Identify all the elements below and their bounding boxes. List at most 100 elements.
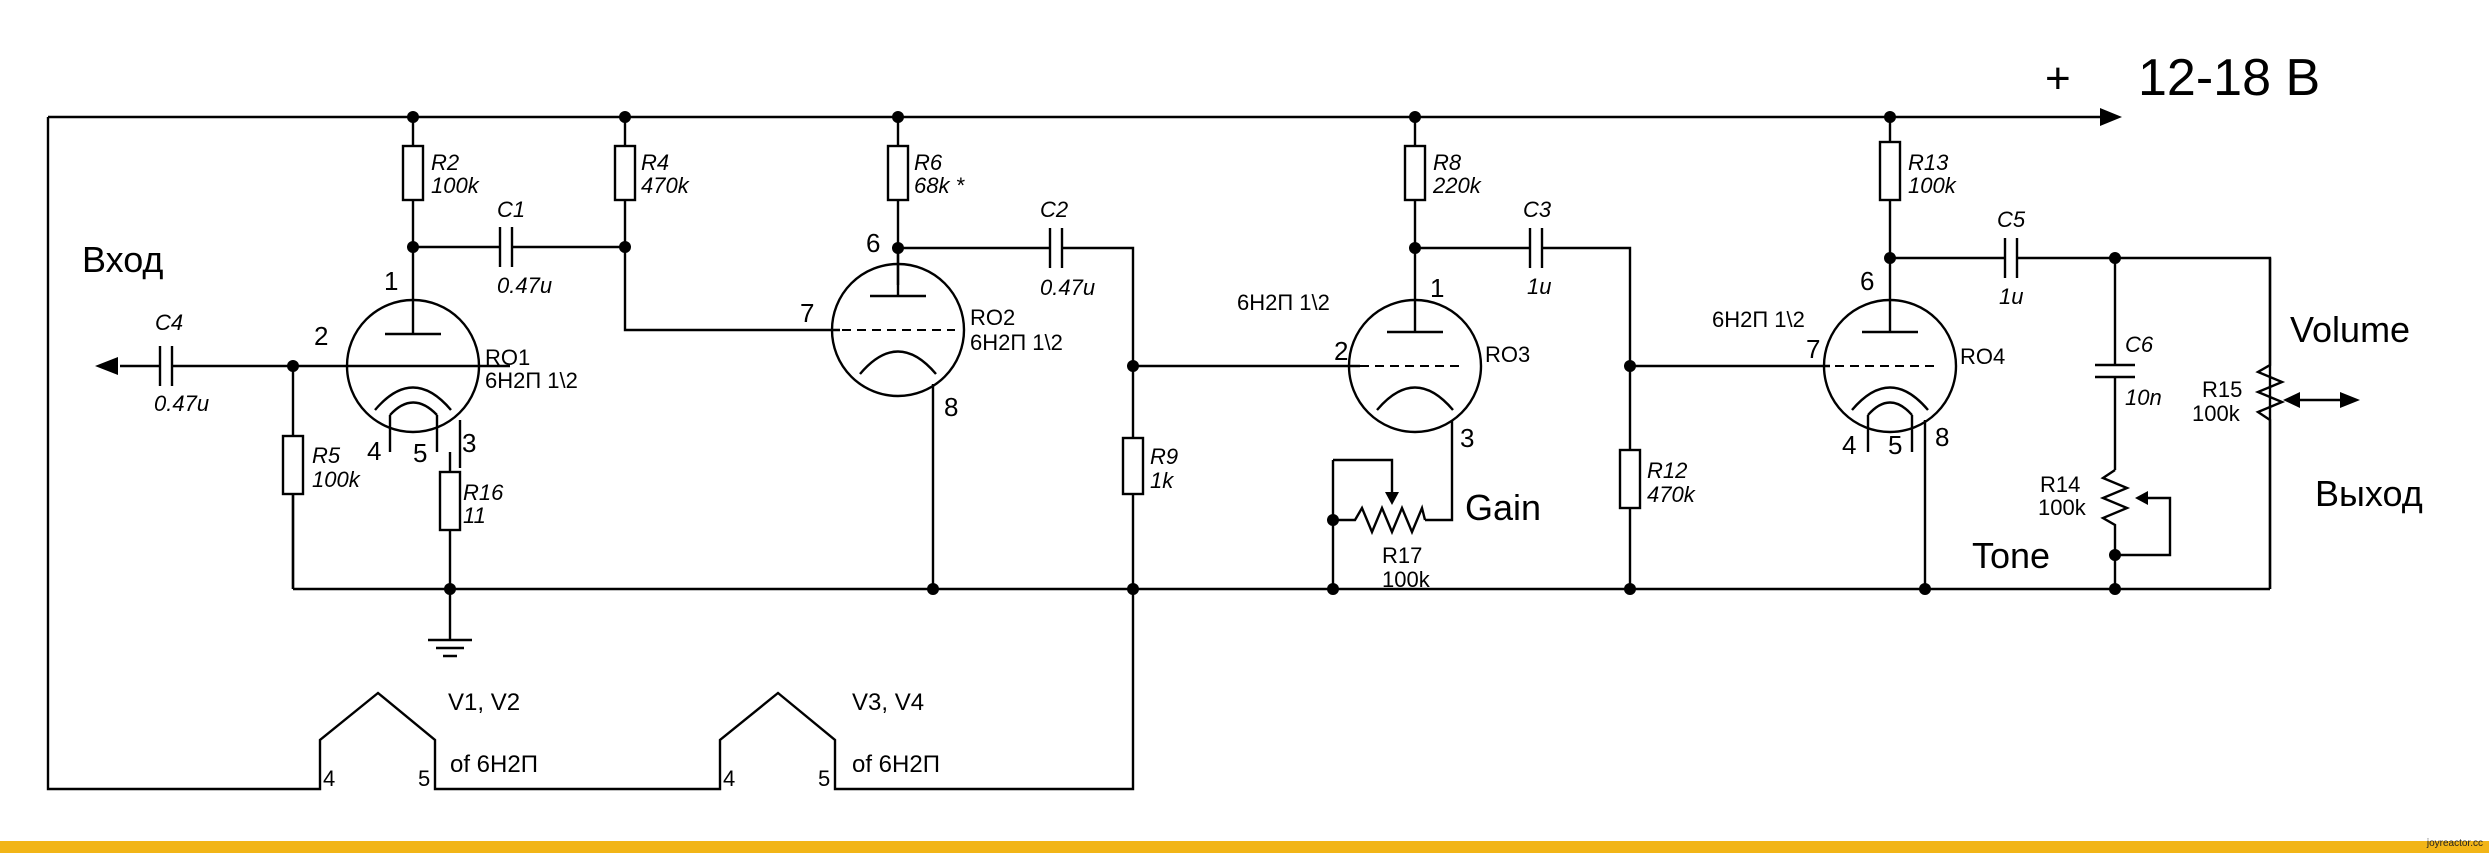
gain-label: Gain [1465, 487, 1541, 528]
tube-ro2 [830, 248, 966, 589]
supply-plus: + [2045, 54, 2071, 103]
input-arrow [95, 357, 118, 375]
potentiometer-r14 [2099, 469, 2172, 589]
ro1-pin-3: 3 [462, 428, 476, 458]
potentiometer-r17 [1331, 458, 1427, 589]
ro4-pin-8: 8 [1935, 422, 1949, 452]
r12-ref: R12 [1647, 458, 1687, 483]
volume-label: Volume [2290, 309, 2410, 350]
c3-ref: C3 [1523, 197, 1552, 222]
r15-value: 100k [2192, 401, 2241, 426]
c2-value: 0.47u [1040, 275, 1095, 300]
ro2-name: RO2 [970, 305, 1015, 330]
ro4-pin-5: 5 [1888, 430, 1902, 460]
ro3-pin-1: 1 [1430, 273, 1444, 303]
potentiometer-r15 [2254, 258, 2360, 589]
r17-ref: R17 [1382, 543, 1422, 568]
ro3-type: 6Н2П 1\2 [1237, 290, 1330, 315]
ro4-pin-6: 6 [1860, 266, 1874, 296]
r6-ref: R6 [914, 150, 943, 175]
junction-dots [287, 111, 2121, 595]
r2-value: 100k [431, 173, 480, 198]
supply-voltage-label: 12-18 В [2138, 49, 2320, 107]
ro3-pin-2: 2 [1334, 336, 1348, 366]
r13-value: 100k [1908, 173, 1957, 198]
ro4-pin-7: 7 [1806, 334, 1820, 364]
c3-value: 1u [1527, 274, 1551, 299]
ro2-type: 6Н2П 1\2 [970, 330, 1063, 355]
resistor-r13 [1878, 117, 1902, 300]
resistor-r12 [1618, 448, 1642, 510]
capacitor-c3 [1415, 228, 1632, 589]
c4-ref: C4 [155, 310, 183, 335]
heater-sub-v1v2: of 6Н2П [450, 751, 538, 778]
c6-ref: C6 [2125, 332, 2154, 357]
r16-ref: R16 [463, 480, 504, 505]
r5-value: 100k [312, 467, 361, 492]
r13-ref: R13 [1908, 150, 1949, 175]
r6-value: 68k * [914, 173, 966, 198]
ro1-pin-4: 4 [367, 436, 381, 466]
r14-value: 100k [2038, 495, 2087, 520]
r12-value: 470k [1647, 482, 1696, 507]
capacitor-c4 [158, 340, 174, 392]
c1-value: 0.47u [497, 273, 552, 298]
r9-value: 1k [1150, 468, 1174, 493]
ro1-type: 6Н2П 1\2 [485, 368, 578, 393]
c5-ref: C5 [1997, 207, 2026, 232]
tube-ro1 [345, 298, 481, 468]
ro2-pin-7: 7 [800, 298, 814, 328]
c4-value: 0.47u [154, 391, 209, 416]
r16-value: 11 [463, 503, 486, 528]
supply-rail [48, 108, 2122, 126]
tube-ro3 [1347, 298, 1483, 522]
tone-label: Tone [1972, 535, 2050, 576]
c2-ref: C2 [1040, 197, 1068, 222]
capacitor-c6 [2095, 258, 2135, 470]
r9-ref: R9 [1150, 444, 1178, 469]
ro1-pin-5: 5 [413, 438, 427, 468]
ro2-pin-8: 8 [944, 392, 958, 422]
r14-ref: R14 [2040, 472, 2080, 497]
resistor-r9 [1121, 436, 1145, 496]
ro1-pin-2: 2 [314, 321, 328, 351]
c1-ref: C1 [497, 197, 525, 222]
resistor-r8 [1403, 117, 1427, 300]
heater-pin-4a: 4 [323, 766, 335, 791]
r17-value: 100k [1382, 567, 1431, 592]
tube-ro4 [1822, 298, 1958, 589]
heater-sub-v3v4: of 6Н2П [852, 751, 940, 778]
ro4-type: 6Н2П 1\2 [1712, 307, 1805, 332]
heater-loop [46, 117, 1135, 791]
output-label: Выход [2315, 473, 2423, 514]
ro1-name: RO1 [485, 345, 530, 370]
watermark: joyreactor.cc [2426, 838, 2483, 849]
r5-ref: R5 [312, 443, 341, 468]
r2-ref: R2 [431, 150, 459, 175]
r15-ref: R15 [2202, 377, 2242, 402]
footer-bar [0, 841, 2489, 853]
resistor-r2 [401, 117, 425, 300]
ro3-name: RO3 [1485, 342, 1530, 367]
r4-value: 470k [641, 173, 690, 198]
ro1-pin-1: 1 [384, 266, 398, 296]
heater-pin-4b: 4 [723, 766, 735, 791]
resistor-r16 [438, 452, 462, 589]
heater-pin-5b: 5 [818, 766, 830, 791]
ro3-pin-3: 3 [1460, 423, 1474, 453]
r8-value: 220k [1432, 173, 1482, 198]
input-label: Вход [82, 239, 163, 280]
c6-value: 10n [2125, 385, 2162, 410]
capacitor-c1 [413, 227, 625, 267]
heater-label-v1v2: V1, V2 [448, 689, 520, 716]
ro2-pin-6: 6 [866, 228, 880, 258]
heater-label-v3v4: V3, V4 [852, 689, 924, 716]
heater-pin-5a: 5 [418, 766, 430, 791]
ro4-pin-4: 4 [1842, 430, 1856, 460]
c5-value: 1u [1999, 284, 2023, 309]
r4-ref: R4 [641, 150, 669, 175]
ro4-name: RO4 [1960, 344, 2005, 369]
resistor-r5 [281, 434, 305, 589]
r8-ref: R8 [1433, 150, 1462, 175]
